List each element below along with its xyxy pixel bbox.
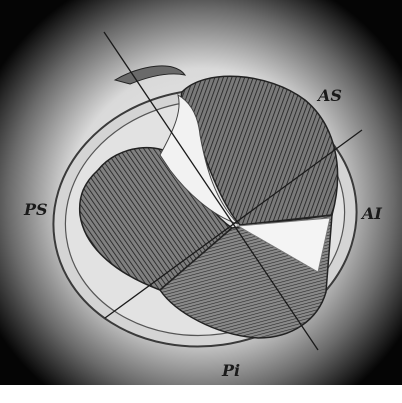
label-ai: AI [360, 204, 382, 223]
bottom-band [0, 385, 402, 403]
label-as: AS [316, 86, 342, 105]
label-pi: Pi [221, 361, 240, 380]
label-ps: PS [23, 200, 48, 219]
